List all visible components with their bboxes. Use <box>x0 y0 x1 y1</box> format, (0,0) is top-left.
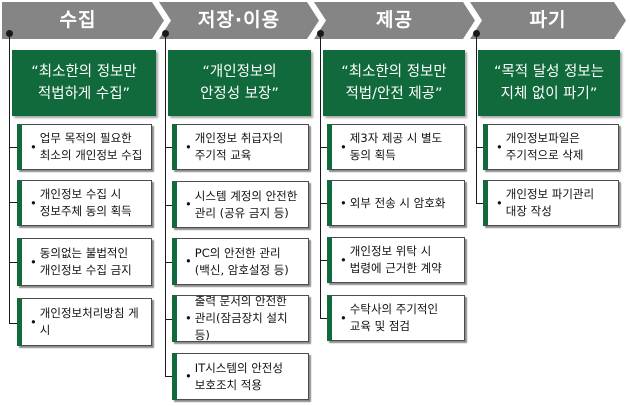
stage-banner-destroy: “목적 달성 정보는 지체 없이 파기” <box>478 50 620 116</box>
chevron-shape <box>470 2 626 39</box>
timeline-tick <box>165 262 173 263</box>
chevron-shape <box>2 2 164 39</box>
list-item: • 개인정보처리방침 게시 <box>17 298 152 346</box>
banner-line: “개인정보의 <box>202 64 277 80</box>
timeline-dot <box>317 30 324 37</box>
stage-title: 제공 <box>376 9 413 31</box>
stage-banner-provide: “최소한의 정보만 적법/안전 제공” <box>323 50 465 116</box>
stage-banner-collect: “최소한의 정보만 적법하게 수집” <box>12 50 156 116</box>
bullet-icon: • <box>185 311 192 325</box>
bullet-icon: • <box>185 139 192 154</box>
bullet-icon: • <box>340 195 347 210</box>
bullet-icon: • <box>30 139 37 154</box>
banner-line: “최소한의 정보만 <box>341 64 447 80</box>
banner-line: 적법/안전 제공” <box>345 86 443 102</box>
timeline-tick <box>165 319 173 320</box>
timeline-tick <box>165 147 173 148</box>
timeline-tick <box>320 147 328 148</box>
chevron-shape <box>314 2 475 39</box>
bullet-icon: • <box>185 197 192 211</box>
timeline-tick <box>9 323 17 324</box>
bullet-icon: • <box>496 195 503 210</box>
timeline-tick <box>320 260 328 261</box>
list-item: • PC의 안전한 관리(백신, 암호설정 등) <box>172 238 309 285</box>
timeline-tick <box>320 318 328 319</box>
bullet-icon: • <box>185 254 192 268</box>
list-item: • 외부 전송 시 암호화 <box>327 180 465 226</box>
bullet-icon: • <box>30 195 37 210</box>
bullet-icon: • <box>340 310 347 325</box>
timeline-dot <box>6 30 13 37</box>
timeline-dot <box>473 30 480 37</box>
timeline-tick <box>476 147 484 148</box>
banner-line: 적법하게 수집” <box>37 86 131 102</box>
stage-header-store-use: 저장·이용 <box>159 2 319 39</box>
bullet-icon: • <box>185 369 192 383</box>
timeline-tick <box>476 203 484 204</box>
timeline-tick <box>165 205 173 206</box>
bullet-icon: • <box>30 314 37 329</box>
timeline-line <box>9 37 10 324</box>
stage-banner-store-use: “개인정보의 안정성 보장” <box>168 50 311 116</box>
chevron-shape <box>159 2 319 39</box>
timeline-tick <box>320 203 328 204</box>
banner-line: “최소한의 정보만 <box>31 64 137 80</box>
banner-line: 지체 없이 파기” <box>500 86 598 102</box>
timeline-line <box>476 37 477 204</box>
timeline-tick <box>9 202 17 203</box>
stage-header-provide: 제공 <box>314 2 475 39</box>
timeline-tick <box>9 262 17 263</box>
banner-line: 안정성 보장” <box>200 86 279 102</box>
bullet-icon: • <box>496 139 503 154</box>
timeline-tick <box>165 376 173 377</box>
bullet-icon: • <box>340 139 347 154</box>
timeline-dot <box>162 30 169 37</box>
banner-line: “목적 달성 정보는 <box>493 64 605 80</box>
bullet-icon: • <box>30 254 37 269</box>
stage-title: 수집 <box>59 9 97 31</box>
timeline-line <box>320 37 321 319</box>
bullet-icon: • <box>340 252 347 267</box>
timeline-tick <box>9 147 17 148</box>
stage-header-destroy: 파기 <box>470 2 626 39</box>
timeline-line <box>165 37 166 377</box>
stage-title: 파기 <box>529 9 567 31</box>
stage-title: 저장·이용 <box>197 9 281 31</box>
stage-header-collect: 수집 <box>2 2 164 39</box>
